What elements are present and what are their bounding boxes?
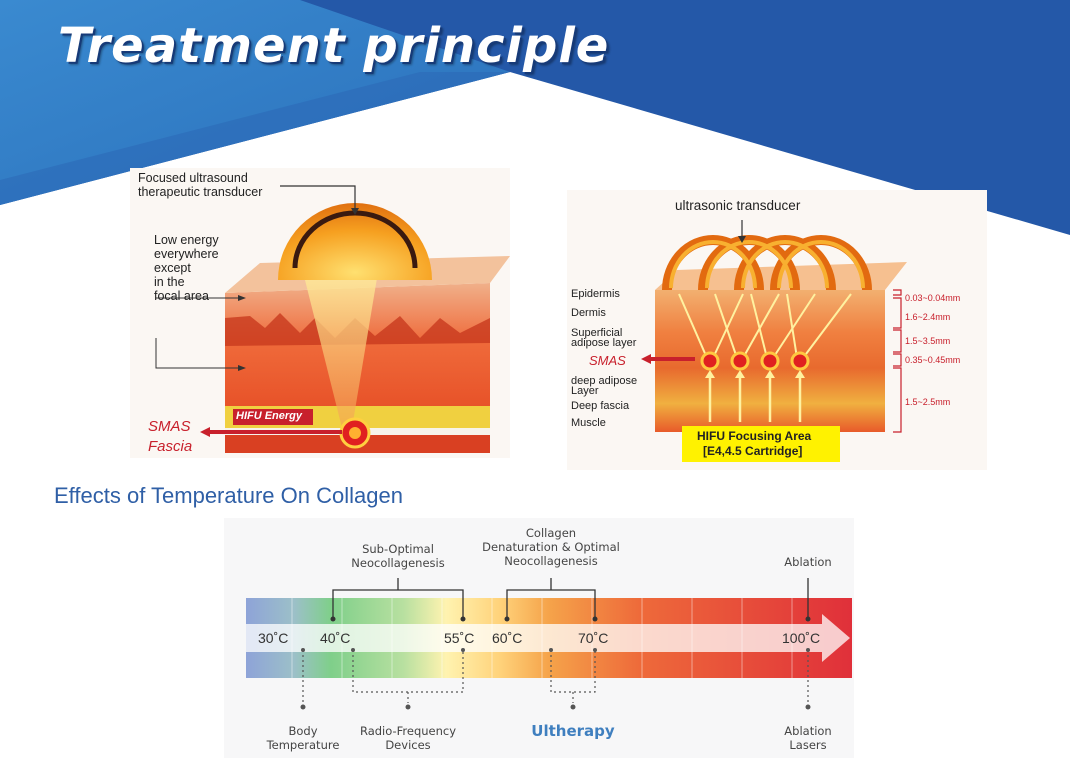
- layer-superficial-adipose-line2: adipose layer: [571, 337, 637, 349]
- hifu-energy-label: HIFU Energy: [236, 410, 303, 422]
- body-temperature-line2: Temperature: [266, 738, 340, 752]
- temp-55: 55˚C: [444, 630, 475, 646]
- layer-deep-adipose-line1: deep adipose: [571, 375, 638, 387]
- low-energy-line5: focal area: [154, 289, 209, 303]
- ablation-lasers-line2: Lasers: [789, 738, 827, 752]
- depth-dermis: 1.6~2.4mm: [905, 312, 951, 322]
- ablation-label: Ablation: [784, 555, 832, 569]
- hifu-focus-diagram: Focused ultrasound therapeutic transduce…: [130, 168, 510, 458]
- transducer-label-line1: Focused ultrasound: [138, 171, 248, 185]
- temp-30: 30˚C: [258, 630, 289, 646]
- denaturation-label-line3: Neocollagenesis: [504, 554, 598, 568]
- low-energy-line2: everywhere: [154, 247, 219, 261]
- transducer-label-line2: therapeutic transducer: [138, 185, 263, 199]
- layer-deep-adipose-line2: Layer: [571, 385, 599, 397]
- low-energy-line1: Low energy: [154, 233, 219, 247]
- skin-cross-section-illustration: [155, 185, 510, 453]
- radio-frequency-line2: Devices: [385, 738, 431, 752]
- layer-epidermis: Epidermis: [571, 288, 620, 300]
- temp-100: 100˚C: [782, 630, 821, 646]
- header-banner: [0, 0, 1070, 235]
- layer-superficial-adipose-line1: Superficial: [571, 327, 623, 339]
- denaturation-label-line2: Denaturation & Optimal: [482, 540, 620, 554]
- temperature-scale-graphic: [246, 578, 852, 710]
- depth-superficial-adipose: 1.5~3.5mm: [905, 336, 951, 346]
- depth-smas: 0.35~0.45mm: [905, 355, 961, 365]
- layer-smas: SMAS: [589, 353, 626, 368]
- layer-dermis: Dermis: [571, 307, 606, 319]
- temp-60: 60˚C: [492, 630, 523, 646]
- focus-area-line2: [E4,4.5 Cartridge]: [703, 444, 803, 458]
- low-energy-line4: in the: [154, 275, 185, 289]
- denaturation-label-line1: Collagen: [525, 526, 577, 540]
- ablation-lasers-line1: Ablation: [784, 724, 832, 738]
- layer-muscle: Muscle: [571, 417, 606, 429]
- layer-deep-fascia: Deep fascia: [571, 400, 630, 412]
- ultherapy-label: Ultherapy: [531, 722, 615, 740]
- sub-optimal-label-line1: Sub-Optimal: [362, 542, 434, 556]
- temperature-scale-chart: 30˚C 40˚C 55˚C 60˚C 70˚C 100˚C Sub-Optim…: [224, 518, 854, 758]
- temp-40: 40˚C: [320, 630, 351, 646]
- depth-deep-adipose: 1.5~2.5mm: [905, 397, 951, 407]
- collagen-section-heading: Effects of Temperature On Collagen: [54, 483, 403, 508]
- sub-optimal-label-line2: Neocollagenesis: [351, 556, 445, 570]
- body-temperature-line1: Body: [288, 724, 318, 738]
- focus-area-line1: HIFU Focusing Area: [697, 429, 812, 443]
- radio-frequency-line1: Radio-Frequency: [359, 724, 457, 738]
- fascia-label: Fascia: [148, 438, 193, 455]
- ultrasonic-transducer-label: ultrasonic transducer: [675, 198, 801, 213]
- skin-layers-illustration: [641, 220, 907, 462]
- page-title: Treatment principle: [58, 18, 610, 74]
- hifu-layers-diagram: ultrasonic transducer Epidermis Dermis S…: [567, 190, 987, 470]
- smas-label: SMAS: [148, 418, 191, 435]
- depth-epidermis: 0.03~0.04mm: [905, 293, 961, 303]
- low-energy-line3: except: [154, 261, 191, 275]
- temp-70: 70˚C: [578, 630, 609, 646]
